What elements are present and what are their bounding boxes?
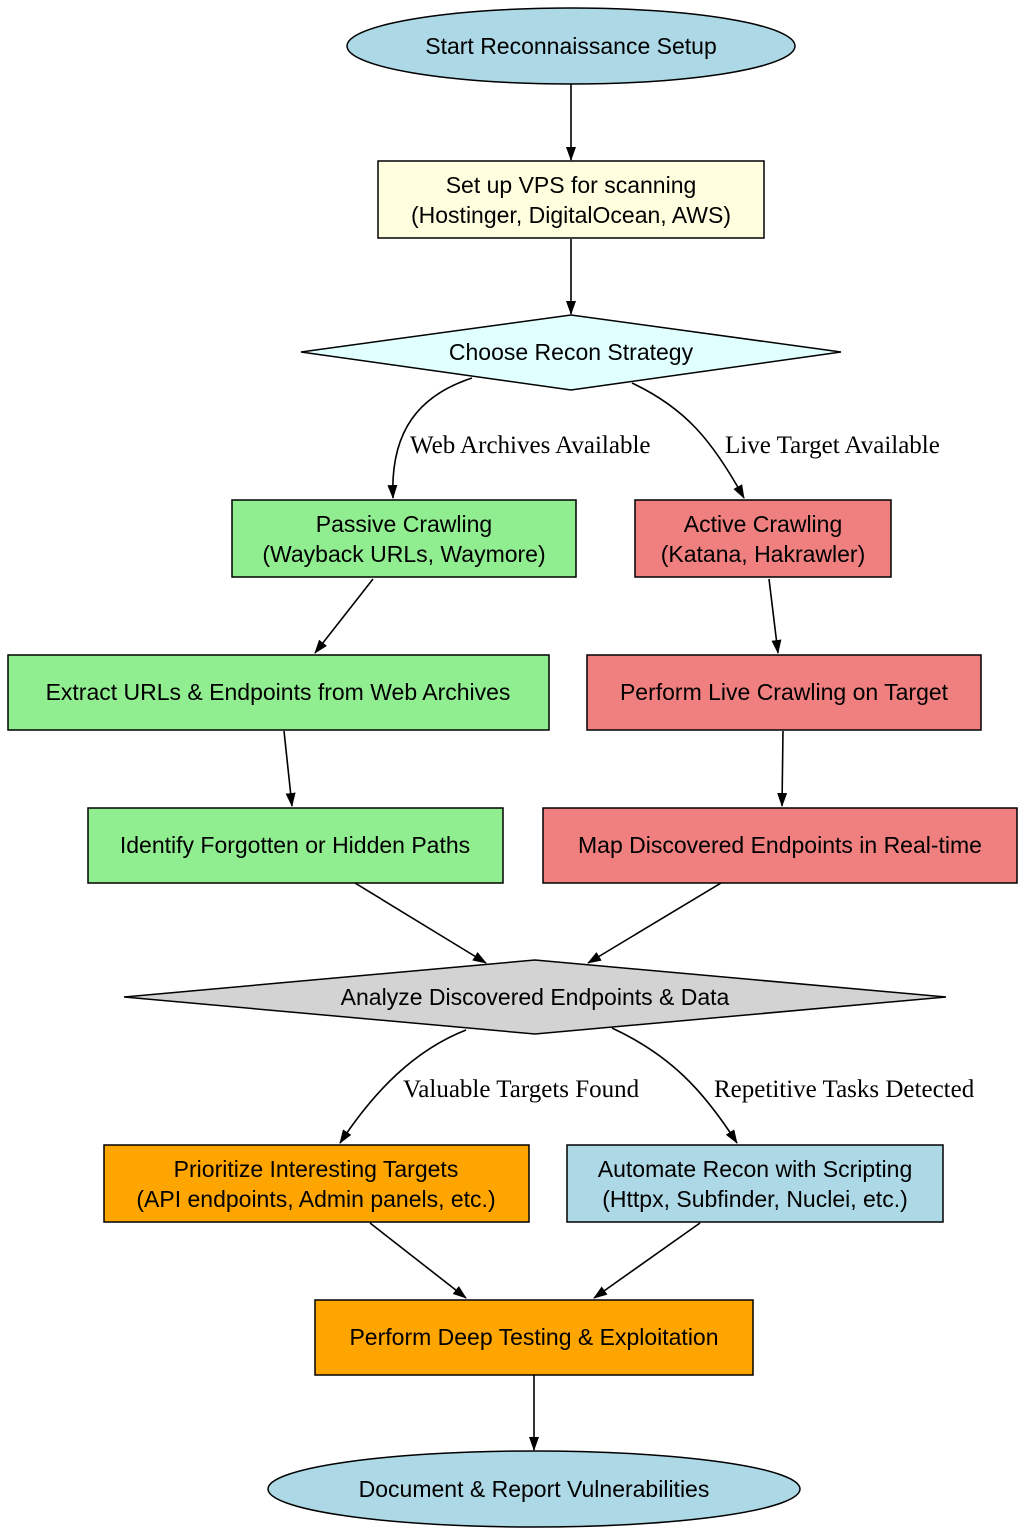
decision-diamond [300,314,842,391]
node-label: Extract URLs & Endpoints from Web Archiv… [46,679,511,705]
edge-automate-to-deep [593,1222,701,1299]
edge-active-to-live [768,578,782,654]
node-label: Perform Deep Testing & Exploitation [349,1324,718,1350]
node-start: Start Reconnaissance Setup [346,7,796,85]
node-prioritize: Prioritize Interesting Targets (API endp… [103,1144,530,1223]
edge-strategy-to-passive [387,377,473,499]
node-label-line2: (Wayback URLs, Waymore) [262,541,545,567]
process-box [542,807,1018,884]
edge-strategy-to-active [631,382,745,499]
node-label: Perform Live Crawling on Target [620,679,949,705]
node-label: Map Discovered Endpoints in Real-time [578,832,982,858]
process-box [231,499,577,578]
node-map-endpoints: Map Discovered Endpoints in Real-time [542,807,1018,884]
node-label-line2: (Katana, Hakrawler) [661,541,866,567]
node-hidden-paths: Identify Forgotten or Hidden Paths [87,807,504,884]
node-label: Analyze Discovered Endpoints & Data [341,984,730,1010]
node-active-crawling: Active Crawling (Katana, Hakrawler) [634,499,892,578]
edges [283,84,788,1451]
edge-live-to-map [777,730,788,807]
edge-analyze-to-prioritize [339,1029,467,1144]
terminal-shape [267,1450,801,1528]
node-passive-crawling: Passive Crawling (Wayback URLs, Waymore) [231,499,577,578]
process-box [566,1144,944,1223]
node-label-line1: Set up VPS for scanning [446,172,697,198]
decision-diamond [123,959,947,1035]
edge-labels: Web Archives Available Live Target Avail… [403,432,975,1103]
node-label-line1: Prioritize Interesting Targets [174,1156,459,1182]
edge-extract-to-hidden [283,730,296,807]
edge-label-repetitive: Repetitive Tasks Detected [714,1076,975,1103]
node-label-line2: (Httpx, Subfinder, Nuclei, etc.) [602,1186,908,1212]
node-label-line1: Active Crawling [684,511,843,537]
process-box [586,654,982,731]
edge-analyze-to-automate [611,1027,738,1144]
node-analyze: Analyze Discovered Endpoints & Data [123,959,947,1035]
node-label: Start Reconnaissance Setup [425,33,717,59]
process-box [87,807,504,884]
edge-passive-to-extract [314,578,374,654]
terminal-shape [346,7,796,85]
node-label-line2: (API endpoints, Admin panels, etc.) [136,1186,495,1212]
node-label-line1: Automate Recon with Scripting [598,1156,913,1182]
node-deep-testing: Perform Deep Testing & Exploitation [314,1299,754,1376]
node-vps-setup: Set up VPS for scanning (Hostinger, Digi… [377,160,765,239]
process-box [7,654,550,731]
node-extract-urls: Extract URLs & Endpoints from Web Archiv… [7,654,550,731]
edge-label-live-target: Live Target Available [725,432,940,459]
process-box [377,160,765,239]
edge-map-to-analyze [587,882,722,964]
edge-label-web-archives: Web Archives Available [410,432,651,459]
node-label-line1: Passive Crawling [316,511,492,537]
process-box [634,499,892,578]
process-box [314,1299,754,1376]
edge-prioritize-to-deep [369,1222,467,1299]
node-label: Identify Forgotten or Hidden Paths [120,832,470,858]
node-automate: Automate Recon with Scripting (Httpx, Su… [566,1144,944,1223]
node-report: Document & Report Vulnerabilities [267,1450,801,1528]
node-live-crawling: Perform Live Crawling on Target [586,654,982,731]
node-choose-strategy: Choose Recon Strategy [300,314,842,391]
process-box [103,1144,530,1223]
node-label-line2: (Hostinger, DigitalOcean, AWS) [411,202,731,228]
node-label: Document & Report Vulnerabilities [359,1476,710,1502]
edge-hidden-to-analyze [354,882,487,964]
edge-label-valuable: Valuable Targets Found [403,1076,640,1103]
node-label: Choose Recon Strategy [449,339,694,365]
